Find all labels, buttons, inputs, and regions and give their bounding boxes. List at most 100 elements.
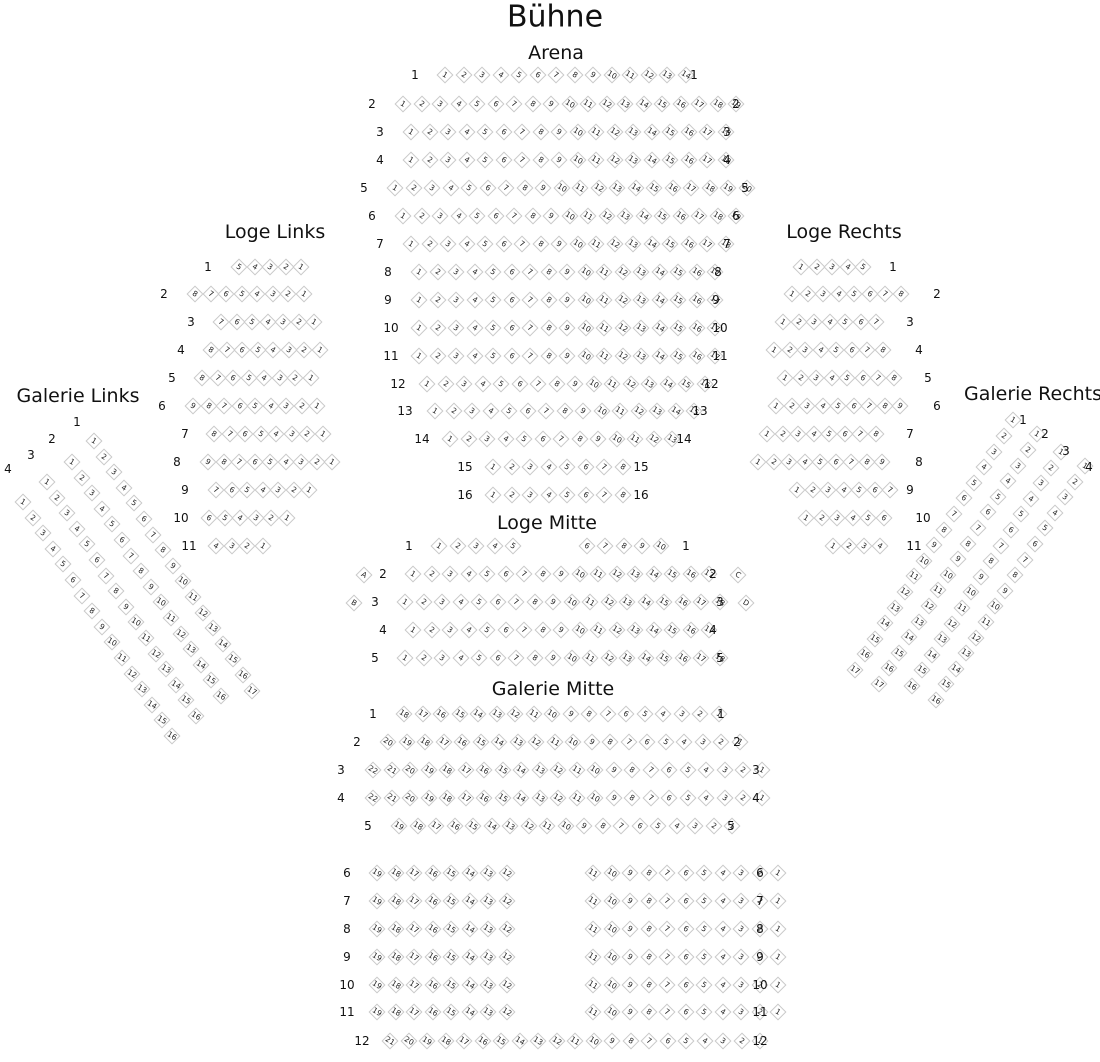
seat[interactable]: 14 [645,621,662,639]
seat[interactable]: 2 [279,285,297,303]
seat[interactable]: 12 [498,864,515,882]
seat[interactable]: 5 [484,347,502,365]
seat[interactable]: 9 [93,618,111,636]
seat[interactable]: 8 [640,948,657,966]
seat[interactable]: 14 [461,976,478,994]
seat[interactable]: 1 [824,537,842,555]
seat[interactable]: 6 [577,458,594,476]
seat[interactable]: 4 [714,864,731,882]
seat[interactable]: 4 [823,369,840,387]
seat[interactable]: 7 [97,567,115,585]
seat[interactable]: 12 [172,625,190,643]
seat[interactable]: 6 [845,397,862,415]
seat[interactable]: 11 [953,599,970,617]
seat[interactable]: 3 [1032,474,1050,492]
seat[interactable]: 2 [804,481,821,499]
seat[interactable]: 9 [566,375,584,393]
seat[interactable]: 8 [532,123,549,141]
seat[interactable]: 2 [73,469,91,487]
seat[interactable]: 17 [405,1003,423,1021]
seat[interactable]: 11 [579,207,597,225]
seat[interactable]: 5 [695,892,713,910]
seat[interactable]: C [729,566,747,584]
seat[interactable]: 9 [621,1003,639,1021]
seat[interactable]: 8 [107,582,125,600]
seat[interactable]: 7 [218,341,235,359]
seat[interactable]: 4 [999,472,1017,490]
seat[interactable]: 1 [410,291,428,309]
seat[interactable]: 1 [404,621,422,639]
seat[interactable]: 8 [571,430,588,448]
seat[interactable]: 1 [38,473,56,491]
seat[interactable]: 6 [875,509,892,527]
seat[interactable]: 13 [658,66,676,84]
seat[interactable]: 18 [416,733,434,751]
seat[interactable]: 1 [797,509,815,527]
seat[interactable]: 7 [513,151,531,169]
seat[interactable]: 9 [562,705,579,723]
seat[interactable]: 1 [292,258,310,276]
seat[interactable]: 8 [516,179,533,197]
seat[interactable]: 1 [758,425,776,443]
seat[interactable]: 4 [277,453,294,471]
seat[interactable]: 14 [461,864,478,882]
seat[interactable]: 5 [476,123,494,141]
seat[interactable]: 15 [653,95,671,113]
seat[interactable]: 9 [558,263,576,281]
seat[interactable]: 7 [515,621,533,639]
seat[interactable]: 18 [438,789,456,807]
seat[interactable]: 6 [631,817,648,835]
seat[interactable]: 8 [200,397,217,415]
seat[interactable]: 10 [986,597,1004,615]
seat[interactable]: 2 [415,649,432,667]
seat[interactable]: 4 [839,258,856,276]
seat[interactable]: 11 [584,892,602,910]
seat[interactable]: 3 [261,258,279,276]
seat[interactable]: 11 [584,864,602,882]
seat[interactable]: 10 [603,66,620,84]
seat[interactable]: 13 [632,319,650,337]
seat[interactable]: 3 [673,705,690,723]
seat[interactable]: 5 [695,976,713,994]
seat[interactable]: 19 [368,864,386,882]
seat[interactable]: 10 [603,948,620,966]
seat[interactable]: 5 [558,486,576,504]
seat[interactable]: 16 [163,727,180,745]
seat[interactable]: 5 [478,565,496,583]
seat[interactable]: 1 [254,537,271,555]
seat[interactable]: 3 [823,258,841,276]
seat[interactable]: 2 [429,263,446,281]
seat[interactable]: 3 [274,313,292,331]
seat[interactable]: D [737,594,755,612]
seat[interactable]: 5 [1012,505,1030,523]
seat[interactable]: 7 [876,285,894,303]
seat[interactable]: 2 [734,789,752,807]
seat[interactable]: 4 [466,263,483,281]
seat[interactable]: 8 [885,369,902,387]
seat[interactable]: 1 [396,649,414,667]
seat[interactable]: 9 [949,550,967,568]
seat[interactable]: 6 [495,151,512,169]
seat[interactable]: 5 [850,481,868,499]
seat[interactable]: 9 [633,537,651,555]
seat[interactable]: 5 [854,258,872,276]
seat[interactable]: 2 [285,481,302,499]
seat[interactable]: 7 [221,425,238,443]
seat[interactable]: 8 [154,541,172,559]
seat[interactable]: 3 [780,453,798,471]
seat[interactable]: 17 [414,705,431,723]
seat[interactable]: 6 [489,593,506,611]
seat[interactable]: 9 [544,649,562,667]
seat[interactable]: 14 [214,635,232,653]
seat[interactable]: 5 [230,258,248,276]
seat[interactable]: 6 [578,537,595,555]
seat[interactable]: 2 [734,761,752,779]
seat[interactable]: 11 [581,593,599,611]
seat[interactable]: 7 [507,593,525,611]
seat[interactable]: 11 [595,347,613,365]
seat[interactable]: 3 [58,504,76,522]
seat[interactable]: 3 [478,430,496,448]
seat[interactable]: 5 [238,481,256,499]
seat[interactable]: 10 [571,621,588,639]
seat[interactable]: 16 [187,707,204,725]
